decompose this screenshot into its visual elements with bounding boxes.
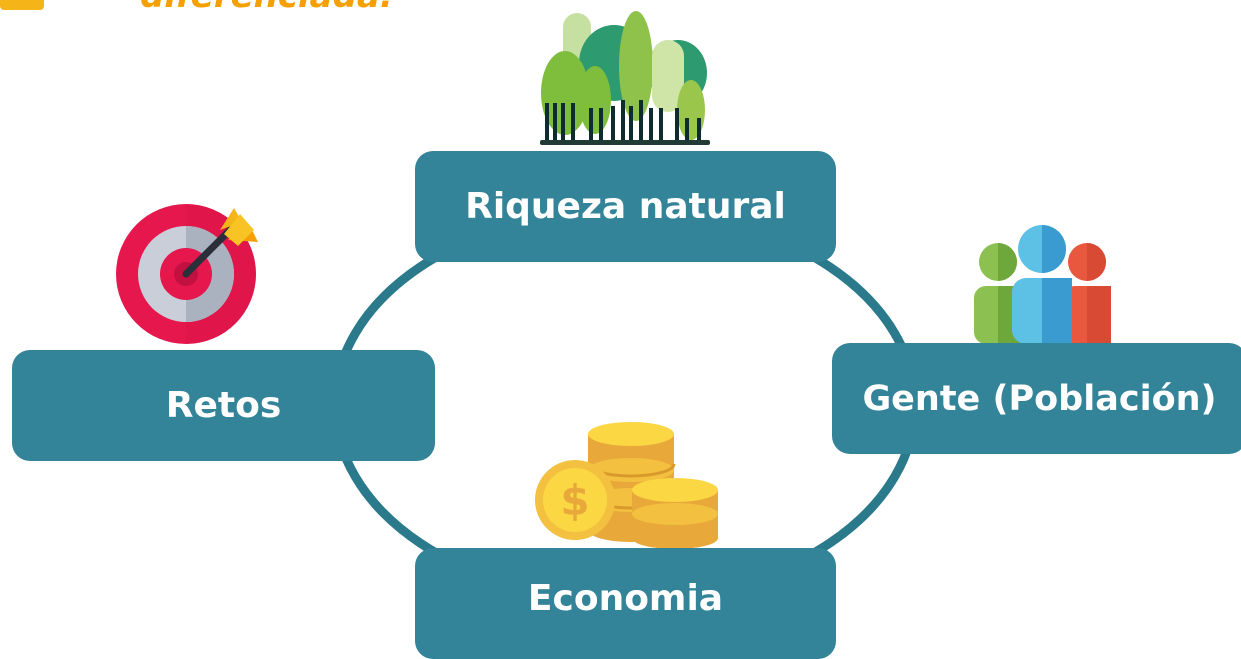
target-icon (116, 204, 258, 344)
node-retos: Retos (12, 350, 435, 461)
node-economia-label: Economia (527, 578, 724, 619)
header-text: diferenciada. (140, 0, 393, 16)
node-gente-label: Gente (Población) (862, 378, 1217, 419)
header-marker (0, 0, 44, 10)
node-economia: Economia (415, 548, 836, 659)
node-retos-label: Retos (165, 385, 282, 426)
node-riqueza-label: Riqueza natural (465, 186, 786, 227)
svg-text:$: $ (560, 476, 589, 525)
coins-icon: $ (535, 422, 718, 549)
node-gente: Gente (Población) (832, 343, 1241, 454)
node-riqueza-natural: Riqueza natural (415, 151, 836, 262)
people-icon (974, 225, 1111, 344)
forest-icon (540, 11, 710, 145)
